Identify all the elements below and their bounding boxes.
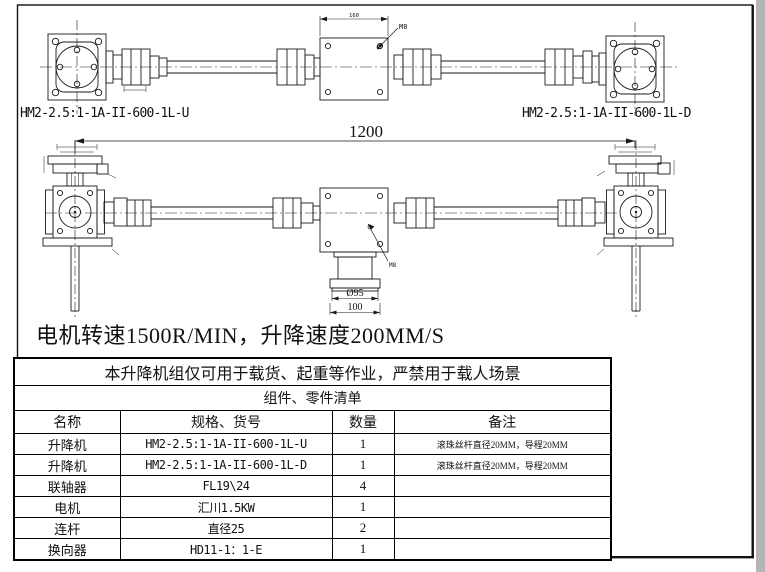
cell-spec: HM2-2.5:1-1A-II-600-1L-D	[119, 454, 333, 476]
cell-spec: 汇川1.5KW	[119, 496, 333, 518]
motor-dia-label: Ø95	[346, 288, 363, 299]
right-gearbox-top	[598, 22, 665, 116]
cell-qty: 1	[331, 433, 395, 455]
mid-right-coupling-front	[393, 197, 435, 229]
cell-spec: FL19\24	[119, 475, 333, 497]
cell-remark	[393, 517, 612, 539]
cell-qty: 1	[331, 496, 395, 518]
cell-name: 电机	[13, 496, 121, 518]
mid-left-coupling-front	[272, 197, 321, 229]
left-coupling-top	[112, 48, 168, 92]
table-subtitle: 组件、零件清单	[13, 385, 612, 411]
cell-remark	[393, 538, 612, 561]
top-view: 160 M8	[20, 13, 692, 121]
cell-name: 升降机	[13, 454, 121, 476]
cell-name: 联轴器	[13, 475, 121, 497]
mid-right-coupling-top	[393, 48, 442, 86]
cell-name: 升降机	[13, 433, 121, 455]
cell-qty: 4	[331, 475, 395, 497]
left-unit-label: HM2-2.5:1-1A-II-600-1L-U	[20, 106, 189, 121]
cell-qty: 2	[331, 517, 395, 539]
table-row: 升降机 HM2-2.5:1-1A-II-600-1L-D 1 滚珠丝杆直径20M…	[13, 454, 612, 476]
parts-table: 本升降机组仅可用于载货、起重等作业，严禁用于载人场景 组件、零件清单 名称 规格…	[13, 357, 613, 561]
table-row: 升降机 HM2-2.5:1-1A-II-600-1L-U 1 滚珠丝杆直径20M…	[13, 433, 612, 455]
bolt-callout-front: M8	[367, 223, 397, 269]
cell-spec: HM2-2.5:1-1A-II-600-1L-U	[119, 433, 333, 455]
col-header-remark: 备注	[393, 410, 612, 434]
table-row: 联轴器 FL19\24 4	[13, 475, 612, 497]
page-edge-shadow	[756, 0, 765, 572]
cell-remark	[393, 496, 612, 518]
cell-name: 连杆	[13, 517, 121, 539]
col-header-qty: 数量	[331, 410, 395, 434]
cell-spec: 直径25	[119, 517, 333, 539]
col-header-spec: 规格、货号	[119, 410, 333, 434]
left-coupling-front	[103, 197, 152, 227]
table-row: 连杆 直径25 2	[13, 517, 612, 539]
table-row: 电机 汇川1.5KW 1	[13, 496, 612, 518]
cell-spec: HD11-1：1-E	[119, 538, 333, 561]
cell-name: 换向器	[13, 538, 121, 561]
bolt-callout-front-label: M8	[389, 262, 397, 269]
right-lifter-front	[596, 140, 675, 318]
box-width-dim-label: 160	[349, 13, 359, 19]
motor-width-label: 100	[348, 302, 363, 313]
col-header-name: 名称	[13, 410, 121, 434]
cell-remark: 滚珠丝杆直径20MM，导程20MM	[393, 454, 612, 476]
right-coupling-front	[557, 197, 606, 227]
speed-note: 电机转速1500R/MIN，升降速度200MM/S	[36, 323, 445, 348]
table-warning: 本升降机组仅可用于载货、起重等作业，严禁用于载人场景	[13, 357, 612, 386]
right-unit-label: HM2-2.5:1-1A-II-600-1L-D	[522, 106, 692, 121]
left-lifter-front	[42, 140, 120, 318]
motor-front	[329, 251, 381, 292]
cell-remark	[393, 475, 612, 497]
bolt-callout-top-label: M8	[399, 23, 407, 31]
motor-dimensions: Ø95 100	[329, 288, 381, 315]
overall-dimension: 1200	[74, 122, 636, 153]
front-view: M8 Ø95 100	[42, 140, 675, 318]
bolt-callout-top: M8	[376, 23, 407, 50]
table-row: 换向器 HD11-1：1-E 1	[13, 538, 612, 561]
overall-dim-label: 1200	[349, 122, 383, 141]
cell-remark: 滚珠丝杆直径20MM，导程20MM	[393, 433, 612, 455]
cell-qty: 1	[331, 538, 395, 561]
box-width-dimension: 160	[319, 13, 389, 36]
cell-qty: 1	[331, 454, 395, 476]
